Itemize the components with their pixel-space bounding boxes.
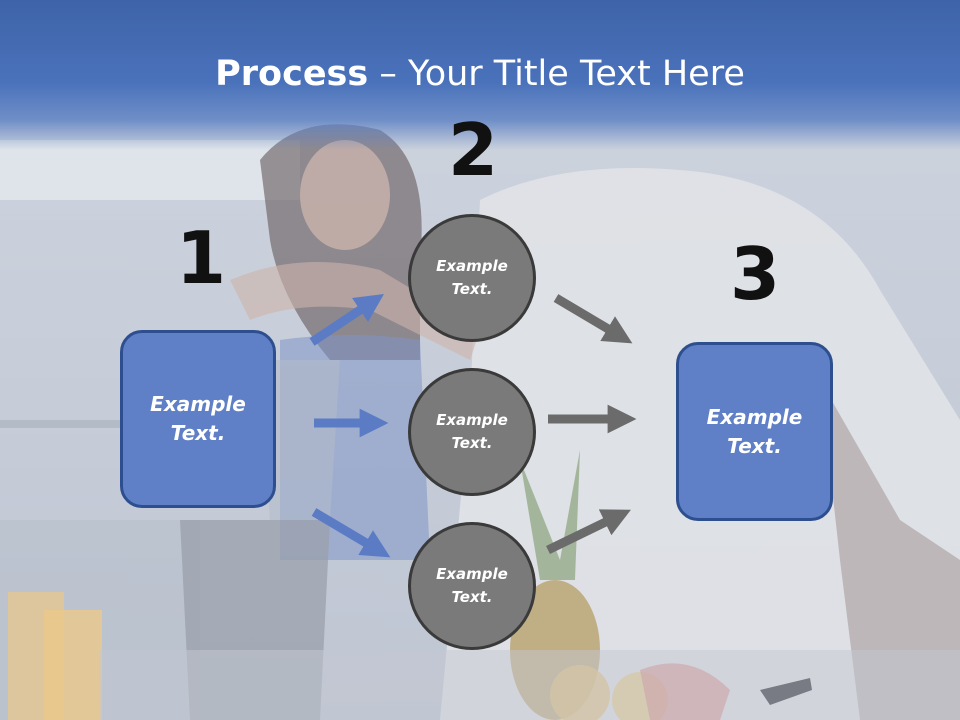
circle-top-text: Example Text. xyxy=(436,257,508,298)
circle-bottom-text: Example Text. xyxy=(436,565,508,606)
left-box: Example Text. xyxy=(120,330,276,508)
circle-top: Example Text. xyxy=(408,214,536,342)
right-box-text: Example Text. xyxy=(706,404,803,458)
arrow-blue-up xyxy=(309,294,384,346)
circle-middle: Example Text. xyxy=(408,368,536,496)
step-number-2: 2 xyxy=(448,108,499,192)
circle-bottom: Example Text. xyxy=(408,522,536,650)
arrow-gray-up xyxy=(546,509,631,555)
title-band xyxy=(0,0,960,150)
slide-title: Process – Your Title Text Here xyxy=(0,52,960,96)
step-number-3: 3 xyxy=(730,232,781,316)
right-box: Example Text. xyxy=(676,342,833,521)
title-rest: – Your Title Text Here xyxy=(368,54,745,94)
circle-middle-text: Example Text. xyxy=(436,411,508,452)
arrow-blue-down xyxy=(311,508,391,558)
arrow-gray-down xyxy=(553,294,633,344)
title-bold-part: Process xyxy=(215,54,369,94)
step-number-1: 1 xyxy=(176,216,227,300)
left-box-text: Example Text. xyxy=(150,392,246,445)
